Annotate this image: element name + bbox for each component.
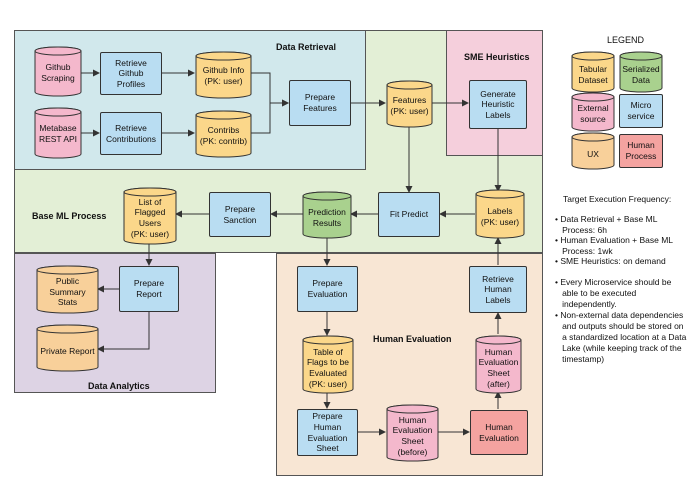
labels-cylinder bbox=[475, 189, 525, 239]
legend-tabular-dataset: Tabular Dataset bbox=[578, 64, 608, 85]
retrieve-github-profiles-service[interactable]: Retrieve Github Profiles bbox=[100, 52, 162, 95]
sheet-after-cylinder bbox=[475, 335, 522, 394]
frequency-title: Target Execution Frequency: bbox=[563, 194, 672, 204]
legend-title: LEGEND bbox=[607, 35, 645, 45]
github-scraping-source: Github Scraping bbox=[41, 62, 75, 83]
features-cylinder bbox=[386, 80, 433, 128]
edge-github-info-to-prepare-features bbox=[251, 72, 289, 107]
legend-human-process: Human Process bbox=[619, 134, 663, 168]
prepare-report-service[interactable]: Prepare Report bbox=[119, 266, 179, 312]
legend-serialized-data: Serialized Data bbox=[622, 64, 660, 85]
public-summary-stats-ux: Public Summary Stats bbox=[49, 276, 86, 308]
legend-ux: UX bbox=[587, 148, 599, 159]
data-lake-rule: • Non-external data dependencies and out… bbox=[555, 310, 687, 365]
retrieve-human-labels-service[interactable]: Retrieve Human Labels bbox=[469, 266, 527, 313]
human-eval-sheet-after-ux: Human Evaluation Sheet (after) bbox=[478, 346, 519, 389]
prepare-evaluation-service[interactable]: Prepare Evaluation bbox=[297, 266, 358, 312]
github-info-cylinder bbox=[195, 51, 252, 99]
legend-ux-cylinder bbox=[571, 132, 615, 170]
data-retrieval-title: Data Retrieval bbox=[276, 42, 337, 52]
human-evaluation-title: Human Evaluation bbox=[373, 334, 452, 344]
table-of-flags-dataset: Table of Flags to be Evaluated (PK: user… bbox=[306, 346, 350, 389]
private-report-cylinder bbox=[36, 324, 99, 372]
contribs-cylinder bbox=[195, 110, 252, 158]
prediction-results-data: Prediction Results bbox=[308, 207, 346, 228]
base-ml-process-title: Base ML Process bbox=[32, 211, 107, 221]
human-evaluation-process[interactable]: Human Evaluation bbox=[470, 410, 528, 455]
retrieve-contributions-service[interactable]: Retrieve Contributions bbox=[100, 112, 162, 155]
legend-external-cylinder bbox=[571, 92, 615, 132]
legend-micro-service: Micro service bbox=[619, 94, 663, 128]
contribs-dataset: Contribs (PK: contrib) bbox=[199, 125, 248, 146]
human-eval-sheet-before-ux: Human Evaluation Sheet (before) bbox=[392, 414, 433, 457]
prepare-sanction-service[interactable]: Prepare Sanction bbox=[209, 192, 271, 237]
prediction-results-cylinder bbox=[302, 191, 352, 239]
metabase-rest-api-source: Metabase REST API bbox=[38, 123, 78, 144]
metabase-cylinder bbox=[34, 107, 82, 159]
fit-predict-service[interactable]: Fit Predict bbox=[378, 192, 440, 237]
flagged-users-cylinder bbox=[123, 187, 177, 245]
github-scraping-cylinder bbox=[34, 46, 82, 97]
frequency-item-3: • SME Heuristics: on demand bbox=[555, 256, 666, 266]
flagged-users-dataset: List of Flagged Users (PK: user) bbox=[130, 196, 170, 239]
labels-dataset: Labels (PK: user) bbox=[480, 206, 520, 227]
generate-heuristic-labels-service[interactable]: Generate Heuristic Labels bbox=[469, 80, 527, 129]
prepare-features-service[interactable]: Prepare Features bbox=[289, 80, 351, 126]
sheet-before-cylinder bbox=[386, 404, 439, 462]
legend-external-source: External source bbox=[577, 103, 609, 124]
prepare-human-eval-sheet-service[interactable]: Prepare Human Evaluation Sheet bbox=[297, 409, 358, 456]
data-analytics-title: Data Analytics bbox=[88, 381, 150, 391]
microservice-rule: • Every Microservice should be able to b… bbox=[555, 277, 672, 310]
sme-heuristics-title: SME Heuristics bbox=[464, 52, 530, 62]
frequency-item-1: • Data Retrieval + Base ML Process: 6h bbox=[555, 214, 658, 236]
table-of-flags-cylinder bbox=[302, 335, 354, 394]
edge-prepare-report-to-private-report bbox=[97, 312, 150, 353]
legend-serialized-cylinder bbox=[619, 51, 663, 93]
public-summary-stats-cylinder bbox=[36, 265, 99, 314]
frequency-item-2: • Human Evaluation + Base ML Process: 1w… bbox=[555, 235, 674, 257]
features-dataset: Features (PK: user) bbox=[390, 95, 429, 116]
legend-tabular-cylinder bbox=[571, 51, 615, 93]
edge-contribs-to-prepare-features bbox=[251, 99, 289, 134]
github-info-dataset: Github Info (PK: user) bbox=[202, 65, 245, 86]
private-report-ux: Private Report bbox=[40, 345, 95, 356]
